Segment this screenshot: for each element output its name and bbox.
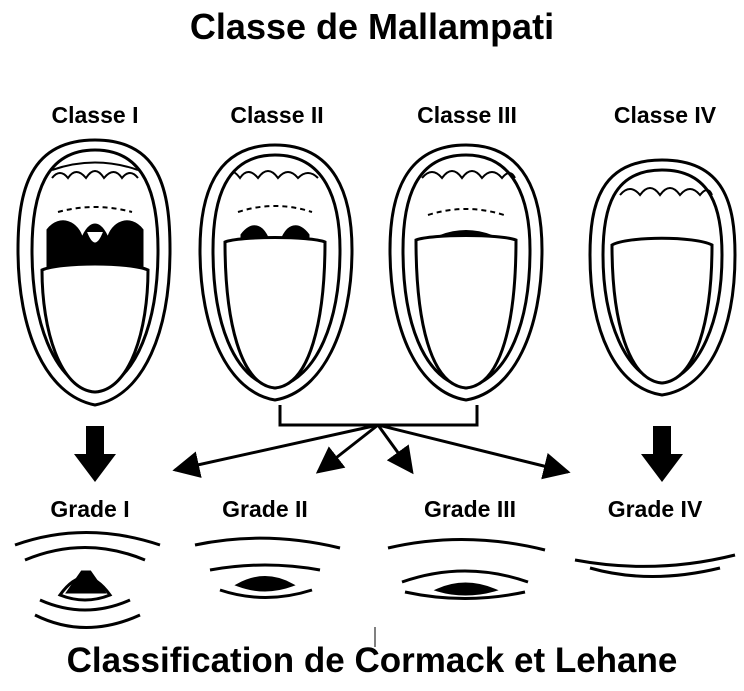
arrow-class-4-to-grade-4 xyxy=(641,426,683,482)
larynx-grade-4 xyxy=(575,555,735,577)
arrow-class-1-to-grade-1 xyxy=(74,426,116,482)
mouth-class-4 xyxy=(590,160,735,395)
mouth-class-3 xyxy=(390,145,542,400)
larynx-grade-2 xyxy=(195,538,340,597)
larynx-grade-1 xyxy=(15,533,160,628)
larynx-grade-3 xyxy=(388,539,545,598)
mouth-class-1 xyxy=(18,140,170,405)
mouth-class-2 xyxy=(200,145,352,400)
bracket-class-2-3 xyxy=(280,405,477,425)
fan-arrows xyxy=(175,425,568,472)
